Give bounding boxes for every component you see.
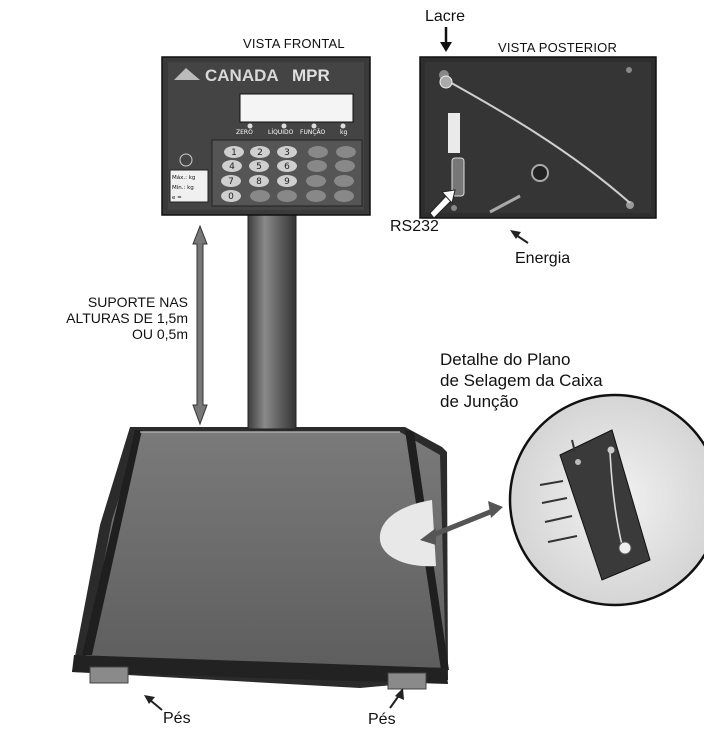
key-0[interactable]: [221, 190, 241, 202]
pes-right-label: Pés: [368, 711, 396, 728]
rear-panel: [419, 56, 657, 219]
detail-seal-lead-icon: [618, 541, 632, 555]
indicator-brand: CANADA: [205, 66, 279, 85]
spec-min: Mín.: kg: [172, 184, 194, 191]
key-2-label: 2: [257, 148, 263, 158]
key-5[interactable]: [249, 160, 269, 172]
key-5-label: 5: [256, 162, 262, 172]
pes-right-arrow: [389, 688, 404, 709]
detail-arrow: [420, 501, 503, 545]
seal-lead-icon: [439, 75, 453, 89]
key-7[interactable]: [221, 175, 241, 187]
fn-key[interactable]: [277, 190, 297, 202]
spec-e: e =: [172, 195, 182, 201]
key-4-label: 4: [229, 162, 235, 172]
fn-key[interactable]: [308, 146, 328, 158]
suporte-line-3: OU 0,5m: [131, 326, 188, 342]
detail-seal-wire: [609, 451, 623, 546]
numeric-keypad: 1 2 3 4 5 6 7 8 9 0: [221, 146, 356, 202]
key-3[interactable]: [277, 146, 297, 158]
indicator-model: MPR: [292, 66, 330, 85]
key-4[interactable]: [222, 160, 242, 172]
fn-key[interactable]: [334, 190, 354, 202]
fn-label-kg: kg: [340, 129, 347, 136]
indicator-display: [239, 93, 354, 123]
vista-posterior-label: VISTA POSTERIOR: [498, 40, 618, 55]
key-3-label: 3: [284, 148, 290, 158]
serial-label: [448, 113, 460, 153]
key-2[interactable]: [250, 146, 270, 158]
fn-label-funcao: FUNÇÃO: [300, 129, 326, 136]
suporte-line-1: SUPORTE NAS: [87, 294, 188, 310]
seal-detail-circle: [508, 393, 704, 607]
fn-key[interactable]: [306, 190, 326, 202]
power-connector-icon: [531, 164, 549, 182]
key-1[interactable]: [224, 146, 244, 158]
fn-key[interactable]: [336, 146, 356, 158]
suporte-label: SUPORTE NAS ALTURAS DE 1,5m OU 0,5m: [42, 294, 188, 342]
spec-max: Máx.: kg: [172, 174, 195, 181]
key-7-label: 7: [228, 177, 234, 187]
vista-frontal-label: VISTA FRONTAL: [243, 36, 345, 51]
energia-label: Energia: [515, 250, 571, 267]
fn-key[interactable]: [307, 160, 327, 172]
key-1-label: 1: [231, 148, 237, 158]
left-foot: [89, 666, 129, 684]
fn-label-liquido: LÍQUIDO: [268, 129, 294, 136]
key-9-label: 9: [284, 177, 290, 187]
support-column: [247, 213, 297, 430]
fn-key[interactable]: [335, 160, 355, 172]
pes-left-arrow: [144, 695, 163, 711]
detalhe-line-1: Detalhe do Plano: [440, 350, 571, 369]
front-indicator: CANADA MPR ZERO LÍQUIDO FUNÇÃO kg 1 2 3 …: [161, 56, 371, 216]
fn-key[interactable]: [250, 190, 270, 202]
key-0-label: 0: [228, 192, 234, 202]
key-8[interactable]: [249, 175, 269, 187]
fn-key[interactable]: [306, 175, 326, 187]
key-9[interactable]: [277, 175, 297, 187]
key-8-label: 8: [256, 177, 262, 187]
pes-left-label: Pés: [163, 710, 191, 727]
detalhe-line-2: de Selagem da Caixa: [440, 371, 603, 390]
key-6-label: 6: [284, 162, 290, 172]
seal-detail-area: [379, 500, 436, 567]
energia-arrow: [510, 230, 529, 244]
key-6[interactable]: [277, 160, 297, 172]
rs232-label: RS232: [390, 218, 439, 235]
seal-wire: [445, 79, 631, 204]
brand-logo-icon: [174, 68, 200, 80]
fn-key[interactable]: [334, 175, 354, 187]
detalhe-label: Detalhe do Plano de Selagem da Caixa de …: [440, 349, 640, 412]
approval-seal-icon: [179, 153, 193, 167]
height-arrow: [192, 224, 208, 426]
suporte-line-2: ALTURAS DE 1,5m: [66, 310, 188, 326]
spec-plate: [169, 169, 209, 203]
fn-label-zero: ZERO: [236, 129, 253, 136]
detalhe-line-3: de Junção: [440, 392, 519, 411]
lacre-arrow: [440, 27, 452, 52]
right-foot: [387, 672, 427, 690]
rs232-connector: [451, 157, 465, 197]
rs232-arrow: [429, 189, 456, 219]
lacre-label: Lacre: [425, 8, 466, 25]
scale-platform: [72, 427, 449, 688]
